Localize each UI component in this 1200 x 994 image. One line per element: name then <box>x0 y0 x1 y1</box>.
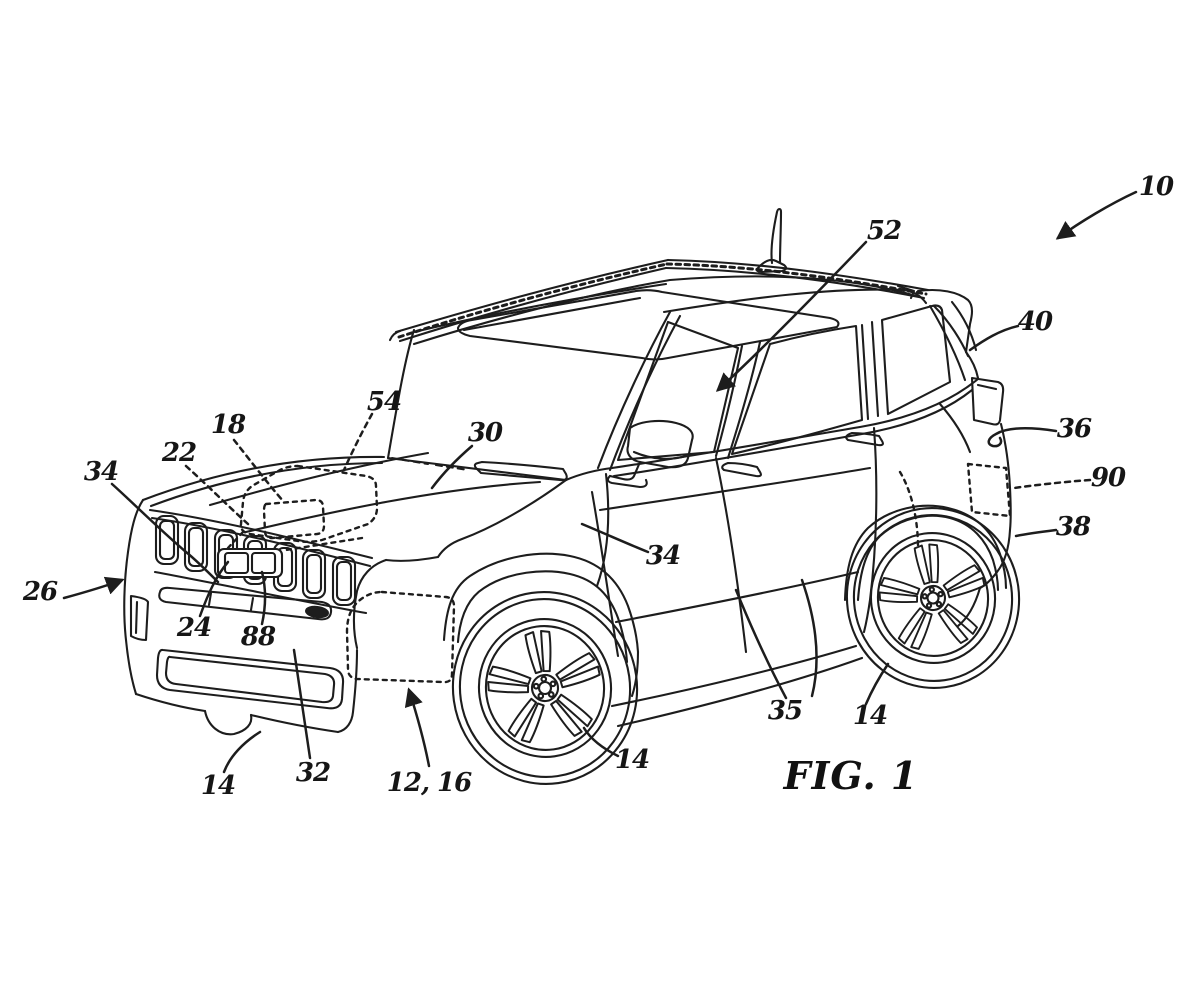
quarter-window <box>880 304 952 416</box>
ref-label-14-front-left: 14 <box>200 771 236 801</box>
leader-54 <box>342 412 374 472</box>
ref-label-34-side: 34 <box>645 541 681 571</box>
body-side <box>590 377 980 728</box>
ref-label-32: 32 <box>295 758 331 788</box>
leader-24 <box>198 560 230 618</box>
ref-label-35: 35 <box>767 696 803 726</box>
front-fascia-sensor-zone <box>345 590 456 684</box>
leader-18 <box>232 438 286 504</box>
ref-label-10: 10 <box>1138 172 1174 202</box>
grille-top <box>148 508 374 560</box>
front-bumper <box>134 648 359 736</box>
ref-label-14-front-right: 14 <box>614 745 650 775</box>
taillight <box>970 376 1005 426</box>
front-trim-bar <box>158 586 333 621</box>
front-door-window <box>616 320 740 462</box>
leader-32 <box>292 648 312 760</box>
leader-14-front-left <box>222 730 262 774</box>
leader-12-16 <box>404 687 431 768</box>
grille-sensor-badge <box>216 547 284 579</box>
ref-label-38: 38 <box>1055 512 1091 542</box>
front-door-handle <box>721 461 762 478</box>
ref-label-34-front: 34 <box>83 457 119 487</box>
ref-label-26: 26 <box>22 577 58 607</box>
leader-35a <box>734 588 788 700</box>
ref-label-14-rear: 14 <box>852 701 888 731</box>
rear-wheel <box>845 507 1021 689</box>
dashed-regions <box>225 462 1012 684</box>
ref-label-30: 30 <box>467 418 503 448</box>
rear-door-handle <box>845 431 884 447</box>
ref-label-40: 40 <box>1017 307 1053 337</box>
leader-14-rear <box>864 662 890 706</box>
leader-10 <box>1055 190 1138 240</box>
hood-sensor-zone <box>239 464 379 543</box>
ref-label-88: 88 <box>240 622 276 652</box>
leader-14-front-right <box>582 726 620 758</box>
leader-26 <box>62 576 125 600</box>
rear-end <box>938 350 1012 628</box>
left-headlamp <box>129 594 150 642</box>
leader-lines <box>62 190 1138 774</box>
leader-88 <box>260 570 267 626</box>
ref-label-18: 18 <box>210 410 246 440</box>
leader-36 <box>987 427 1058 448</box>
leader-40 <box>968 324 1020 352</box>
figure-caption: FIG. 1 <box>783 753 919 798</box>
leader-52 <box>715 240 868 392</box>
rear-fascia-sensor-zone <box>966 462 1012 518</box>
grille-bottom <box>153 570 368 615</box>
front-wheel <box>451 591 639 785</box>
front-clip <box>123 508 374 736</box>
sunroof <box>456 289 840 361</box>
front-door-front-seam <box>590 490 620 658</box>
ref-label-12-16: 12, 16 <box>386 768 472 798</box>
ref-label-24: 24 <box>176 613 212 643</box>
rear-door-rear-seam <box>862 426 878 634</box>
leader-38 <box>1014 528 1058 538</box>
rear-door-window <box>730 324 864 456</box>
ref-label-54: 54 <box>366 387 402 417</box>
rear-spoiler <box>916 288 974 354</box>
leader-35b <box>800 578 818 698</box>
antenna <box>755 207 788 274</box>
leader-22 <box>184 464 250 526</box>
ref-label-36: 36 <box>1056 414 1092 444</box>
ref-label-52: 52 <box>866 216 902 246</box>
front-door-rear-seam <box>714 456 748 654</box>
leader-34-side <box>580 522 650 554</box>
side-mirror <box>606 419 694 489</box>
leader-34-front <box>110 482 220 584</box>
ref-label-90: 90 <box>1090 463 1126 493</box>
leader-90 <box>1012 478 1092 490</box>
front-fender-flare <box>442 552 640 698</box>
leader-30 <box>430 444 474 490</box>
hood-sensor-inner <box>262 498 326 540</box>
headlamp <box>473 460 568 482</box>
ref-label-22: 22 <box>161 438 197 468</box>
